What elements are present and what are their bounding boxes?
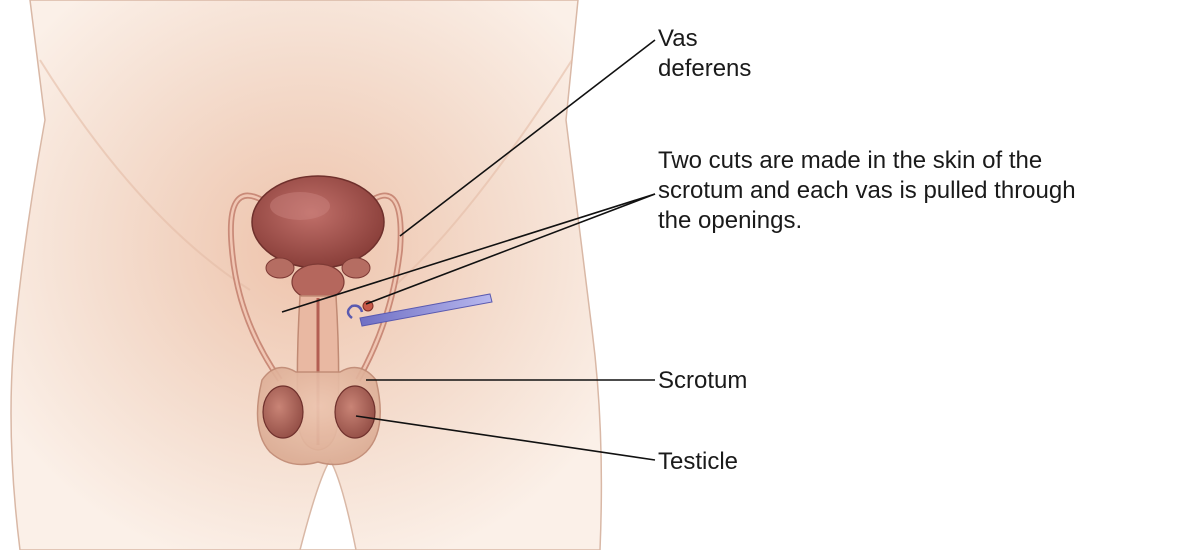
scrotum-label: Scrotum <box>658 366 747 396</box>
testicle-right <box>335 386 375 438</box>
vas-deferens-label: Vas deferens <box>658 24 751 84</box>
cuts-description-line-2: scrotum and each vas is pulled through <box>658 176 1076 206</box>
cuts-description-label: Two cuts are made in the skin of the scr… <box>658 146 1076 236</box>
vas-deferens-label-line-1: Vas <box>658 24 751 54</box>
testicle-left <box>263 386 303 438</box>
seminal-vesicle-left <box>266 258 294 278</box>
seminal-vesicle-right <box>342 258 370 278</box>
cuts-description-line-1: Two cuts are made in the skin of the <box>658 146 1076 176</box>
testicle-label: Testicle <box>658 447 738 477</box>
bladder <box>252 176 384 268</box>
cuts-description-line-3: the openings. <box>658 206 1076 236</box>
vas-deferens-label-line-2: deferens <box>658 54 751 84</box>
